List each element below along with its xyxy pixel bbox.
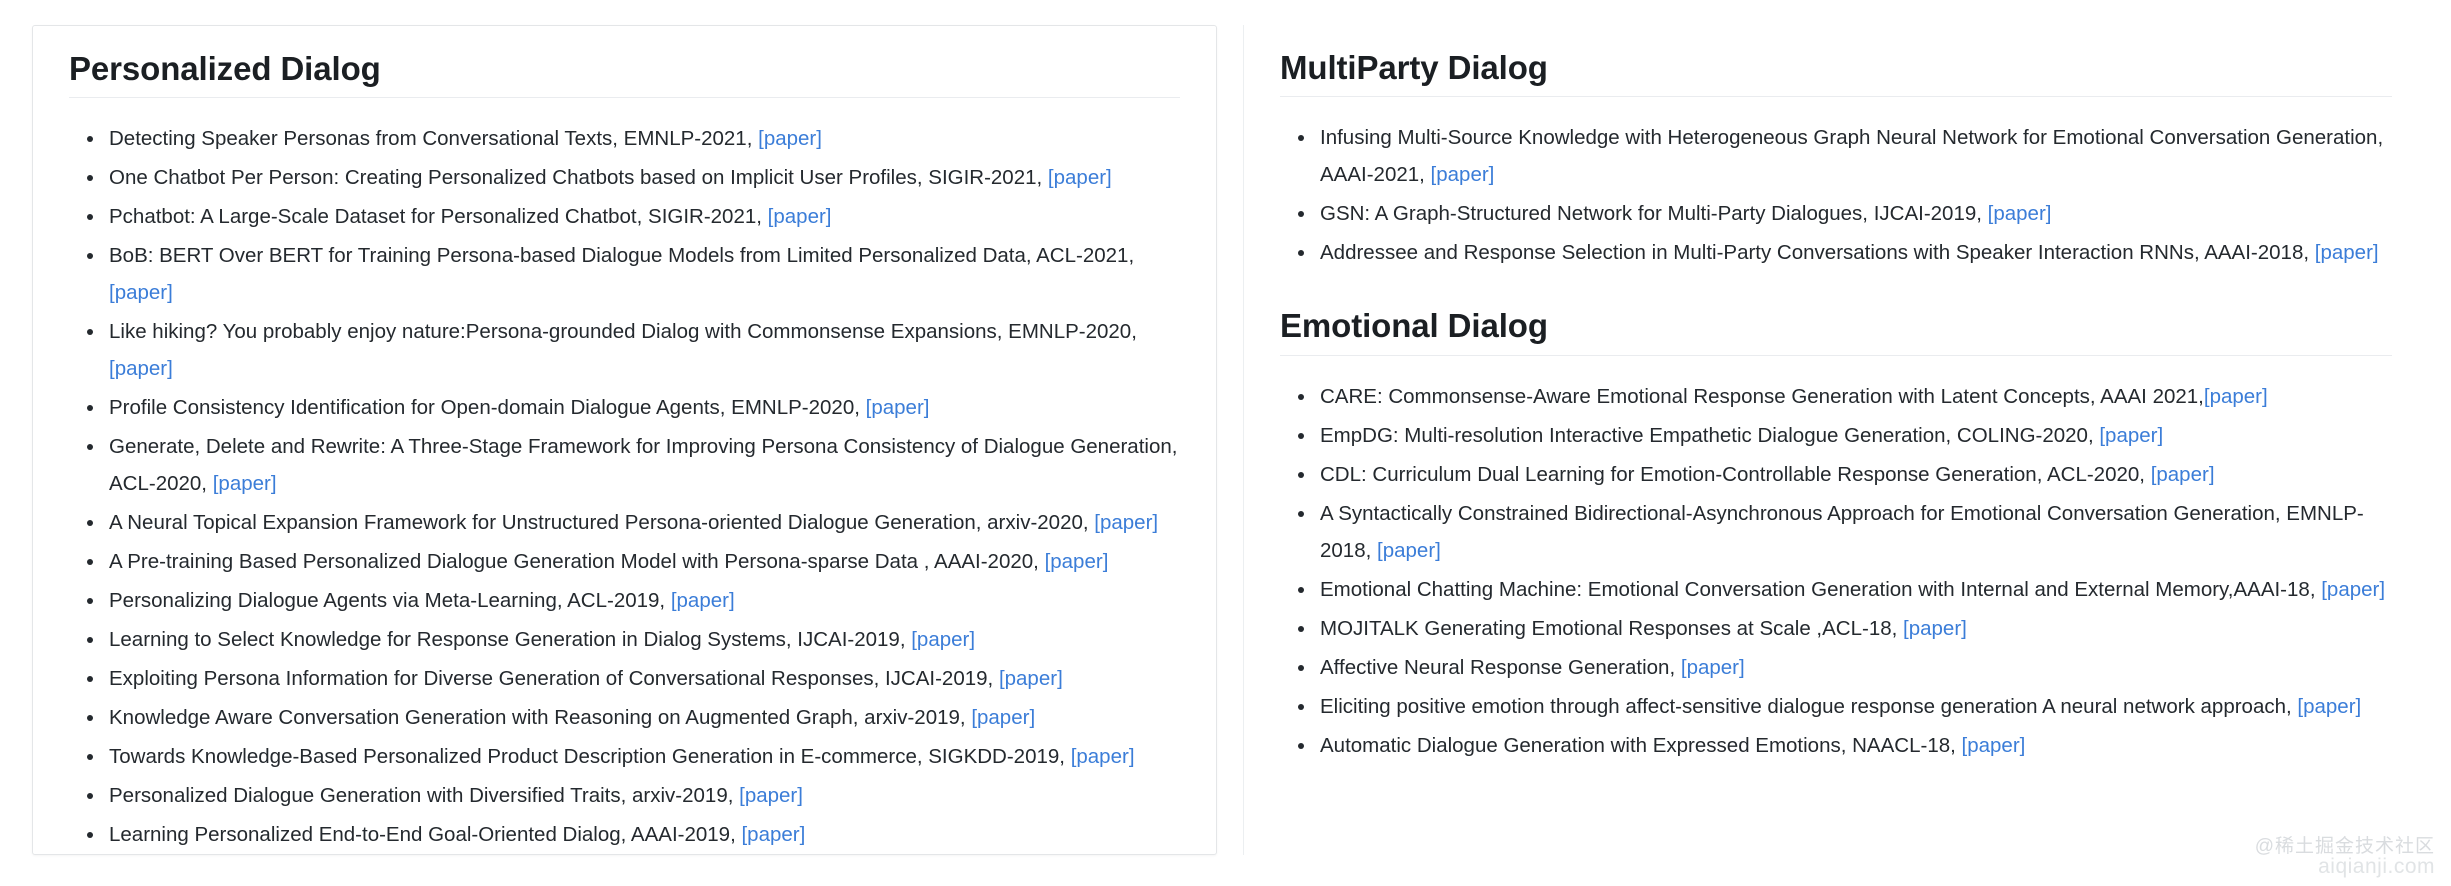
paper-title: CDL: Curriculum Dual Learning for Emotio… — [1320, 462, 2145, 486]
section-multiparty-dialog: MultiParty Dialog Infusing Multi-Source … — [1280, 47, 2392, 271]
paper-title: A Syntactically Constrained Bidirectiona… — [1320, 501, 2364, 562]
paper-title: EmpDG: Multi-resolution Interactive Empa… — [1320, 423, 2094, 447]
paper-link[interactable]: [paper] — [998, 667, 1063, 691]
paper-link[interactable]: [paper] — [212, 472, 277, 496]
paper-link[interactable]: [paper] — [1047, 166, 1112, 190]
page-title-multiparty-dialog: MultiParty Dialog — [1280, 47, 2392, 98]
paper-link[interactable]: [paper] — [1044, 550, 1109, 574]
list-item: Personalizing Dialogue Agents via Meta-L… — [87, 582, 1180, 619]
paper-title: Automatic Dialogue Generation with Expre… — [1320, 733, 1956, 757]
paper-title: Profile Consistency Identification for O… — [109, 396, 860, 420]
list-item: Infusing Multi-Source Knowledge with Het… — [1298, 119, 2392, 193]
paper-title: Pchatbot: A Large-Scale Dataset for Pers… — [109, 205, 762, 229]
paper-title: Infusing Multi-Source Knowledge with Het… — [1320, 126, 2384, 187]
list-item: Towards Knowledge-Based Personalized Pro… — [87, 738, 1180, 775]
paper-link[interactable]: [paper] — [109, 281, 173, 305]
list-item: Profile Consistency Identification for O… — [87, 389, 1180, 426]
paper-title: Eliciting positive emotion through affec… — [1320, 694, 2292, 718]
paper-link[interactable]: [paper] — [2297, 694, 2362, 718]
watermark-english: aiqianji.com — [2318, 855, 2435, 878]
paper-title: One Chatbot Per Person: Creating Persona… — [109, 166, 1043, 190]
list-item: Emotional Chatting Machine: Emotional Co… — [1298, 571, 2392, 608]
paper-title: Towards Knowledge-Based Personalized Pro… — [109, 745, 1065, 769]
list-item: Exploiting Persona Information for Diver… — [87, 660, 1180, 697]
list-item: CARE: Commonsense-Aware Emotional Respon… — [1298, 378, 2392, 415]
paper-link[interactable]: [paper] — [1961, 733, 2026, 757]
list-item: Pchatbot: A Large-Scale Dataset for Pers… — [87, 198, 1180, 235]
paper-title: Detecting Speaker Personas from Conversa… — [109, 127, 753, 151]
list-item: Like hiking? You probably enjoy nature:P… — [87, 313, 1180, 387]
list-item: Detecting Speaker Personas from Conversa… — [87, 120, 1180, 157]
paper-title: BoB: BERT Over BERT for Training Persona… — [109, 244, 1135, 268]
page-title-emotional-dialog: Emotional Dialog — [1280, 305, 2392, 356]
paper-list-personalized-dialog: Detecting Speaker Personas from Conversa… — [69, 120, 1180, 853]
list-item: Personalized Dialogue Generation with Di… — [87, 777, 1180, 814]
list-item: Learning to Select Knowledge for Respons… — [87, 621, 1180, 658]
panel-personalized-dialog: Personalized Dialog Detecting Speaker Pe… — [32, 25, 1217, 855]
paper-title: Knowledge Aware Conversation Generation … — [109, 706, 966, 730]
list-item: A Pre-training Based Personalized Dialog… — [87, 543, 1180, 580]
paper-link[interactable]: [paper] — [1987, 202, 2052, 226]
paper-link[interactable]: [paper] — [865, 396, 930, 420]
paper-title: Affective Neural Response Generation, — [1320, 655, 1676, 679]
paper-link[interactable]: [paper] — [1070, 745, 1135, 769]
paper-title: Personalizing Dialogue Agents via Meta-L… — [109, 589, 666, 613]
paper-title: Addressee and Response Selection in Mult… — [1320, 241, 2310, 265]
list-item: Addressee and Response Selection in Mult… — [1298, 234, 2392, 271]
list-item: Automatic Dialogue Generation with Expre… — [1298, 727, 2392, 764]
list-item: CDL: Curriculum Dual Learning for Emotio… — [1298, 456, 2392, 493]
paper-link[interactable]: [paper] — [2150, 462, 2215, 486]
paper-link[interactable]: [paper] — [1094, 511, 1159, 535]
paper-link[interactable]: [paper] — [971, 706, 1036, 730]
paper-title: Learning to Select Knowledge for Respons… — [109, 628, 906, 652]
paper-list-emotional-dialog: CARE: Commonsense-Aware Emotional Respon… — [1280, 378, 2392, 764]
list-item: A Neural Topical Expansion Framework for… — [87, 504, 1180, 541]
list-item: Generate, Delete and Rewrite: A Three-St… — [87, 428, 1180, 502]
paper-link[interactable]: [paper] — [109, 357, 173, 381]
paper-title: CARE: Commonsense-Aware Emotional Respon… — [1320, 384, 2204, 408]
list-item: BoB: BERT Over BERT for Training Persona… — [87, 237, 1180, 311]
page-title-personalized-dialog: Personalized Dialog — [69, 48, 1180, 99]
paper-title: MOJITALK Generating Emotional Responses … — [1320, 616, 1898, 640]
paper-title: GSN: A Graph-Structured Network for Mult… — [1320, 202, 1982, 226]
paper-title: Generate, Delete and Rewrite: A Three-St… — [109, 435, 1178, 496]
paper-link[interactable]: [paper] — [1680, 655, 1745, 679]
paper-link[interactable]: [paper] — [758, 127, 822, 151]
paper-link[interactable]: [paper] — [767, 205, 832, 229]
paper-link[interactable]: [paper] — [2321, 577, 2386, 601]
paper-title: Exploiting Persona Information for Diver… — [109, 667, 994, 691]
section-personalized-dialog: Personalized Dialog Detecting Speaker Pe… — [69, 48, 1180, 853]
paper-link[interactable]: [paper] — [2099, 423, 2164, 447]
paper-link[interactable]: [paper] — [2314, 241, 2379, 265]
paper-title: A Pre-training Based Personalized Dialog… — [109, 550, 1039, 574]
paper-title: Learning Personalized End-to-End Goal-Or… — [109, 823, 736, 847]
list-item: Learning Personalized End-to-End Goal-Or… — [87, 816, 1180, 853]
list-item: Eliciting positive emotion through affec… — [1298, 688, 2392, 725]
paper-title: A Neural Topical Expansion Framework for… — [109, 511, 1089, 535]
paper-title: Emotional Chatting Machine: Emotional Co… — [1320, 577, 2316, 601]
paper-link[interactable]: [paper] — [1377, 538, 1441, 562]
paper-list-multiparty-dialog: Infusing Multi-Source Knowledge with Het… — [1280, 119, 2392, 271]
list-item: One Chatbot Per Person: Creating Persona… — [87, 159, 1180, 196]
section-emotional-dialog: Emotional Dialog CARE: Commonsense-Aware… — [1280, 305, 2392, 763]
paper-link[interactable]: [paper] — [739, 784, 803, 808]
paper-link[interactable]: [paper] — [1430, 163, 1495, 187]
list-item: Knowledge Aware Conversation Generation … — [87, 699, 1180, 736]
list-item: A Syntactically Constrained Bidirectiona… — [1298, 495, 2392, 569]
list-item: MOJITALK Generating Emotional Responses … — [1298, 610, 2392, 647]
paper-link[interactable]: [paper] — [670, 589, 735, 613]
paper-link[interactable]: [paper] — [1903, 616, 1967, 640]
paper-link[interactable]: [paper] — [2203, 384, 2268, 408]
list-item: Affective Neural Response Generation, [p… — [1298, 649, 2392, 686]
paper-title: Personalized Dialogue Generation with Di… — [109, 784, 734, 808]
panel-multiparty-emotional-dialog: MultiParty Dialog Infusing Multi-Source … — [1243, 25, 2428, 855]
list-item: EmpDG: Multi-resolution Interactive Empa… — [1298, 417, 2392, 454]
list-item: GSN: A Graph-Structured Network for Mult… — [1298, 195, 2392, 232]
paper-link[interactable]: [paper] — [741, 823, 806, 847]
paper-link[interactable]: [paper] — [911, 628, 976, 652]
paper-title: Like hiking? You probably enjoy nature:P… — [109, 320, 1137, 344]
